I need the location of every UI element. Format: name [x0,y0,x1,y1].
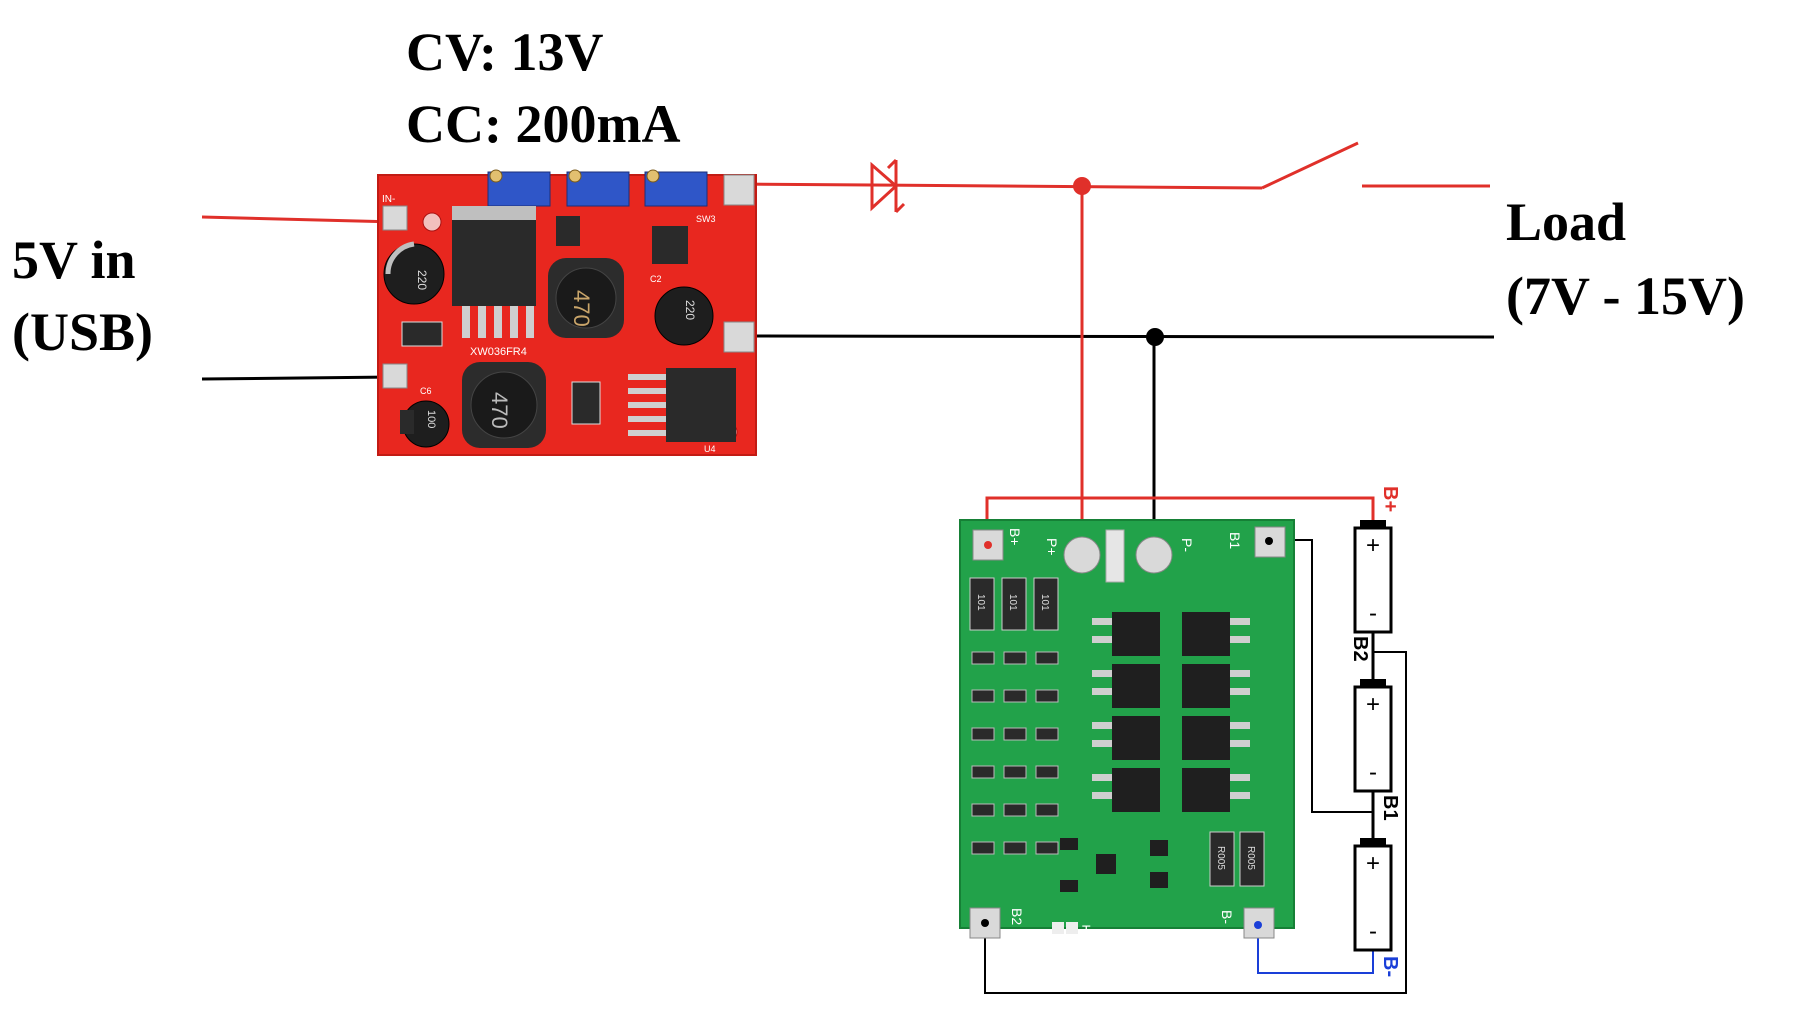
cap-small-value: 100 [425,410,437,428]
cell-2-plus: + [1366,691,1380,718]
converter-board: 220 470 470 220 100 XW036FR4 IN- SW3 [377,169,757,456]
bms-b1-silk: B1 [1227,532,1243,549]
wires [201,141,1495,994]
bms-board: B+ P+ P- B1 B2 B- T 101 101 101 [959,519,1295,939]
output-ic [666,368,736,442]
switch-lever [1261,141,1359,190]
battery-cell-3 [1353,838,1393,952]
inductor-1-value: 470 [569,290,594,327]
cell-label-b2: B2 [1349,636,1371,662]
sw3-silk: SW3 [696,214,716,224]
cell-label-b-minus: B- [1379,956,1401,977]
cell-label-b-plus: B+ [1379,486,1401,512]
bms-thermistor-silk: T [1082,922,1091,938]
load-label-line1: Load [1506,192,1626,252]
bms-p-minus-pad [1135,536,1173,574]
bms-b2-silk: B2 [1009,908,1025,925]
bms-resistors [969,577,1059,631]
input-positive-wire [201,375,399,381]
in-minus-pad [382,205,408,231]
cc-label: CC: 200mA [406,94,680,154]
cv-label: CV: 13V [406,22,604,82]
bms-mosfets [1112,612,1230,812]
c2-silk: C2 [650,274,662,284]
output-negative-wire [734,334,1495,339]
bms-resistor-1-mark: 101 [975,594,986,611]
out-minus-pad [723,321,755,353]
output-positive-wire [734,182,1263,190]
inductor-2-value: 470 [487,392,512,429]
cell-label-b1: B1 [1379,795,1401,821]
cap-right-value: 220 [683,300,697,320]
cap-large-value: 220 [415,270,429,290]
c6-silk: C6 [420,386,432,396]
cell-1-plus: + [1366,532,1380,559]
cell-3-plus: + [1366,850,1380,877]
cell-3-minus: - [1369,918,1377,945]
out-plus-pad [723,174,755,206]
cell-1-minus: - [1369,600,1377,627]
battery-cell-2 [1353,679,1393,793]
regulator-ic [452,218,536,306]
u4-silk: U4 [704,444,716,454]
positive-junction-dot [1073,177,1091,195]
bms-p-plus-pad [1063,536,1101,574]
bms-shunt-2-mark: R005 [1245,846,1256,870]
cell-2-minus: - [1369,759,1377,786]
bms-shunt-1-mark: R005 [1215,846,1226,870]
in-minus-silk: IN- [382,194,395,205]
in-plus-pad [382,363,408,389]
battery-cells: + - + - + - B+ B2 B1 B- [1349,486,1401,977]
capacitor-right [654,286,714,346]
bms-resistor-2-mark: 101 [1007,594,1018,611]
b-minus-wire [1257,925,1374,974]
input-negative-wire [201,215,399,224]
load-label-line2: (7V - 15V) [1506,266,1745,326]
bms-resistor-3-mark: 101 [1039,594,1050,611]
b2-wire [984,651,1407,994]
input-label-line1: 5V in [12,230,136,290]
board-model-text: XW036FR4 [470,346,527,358]
bms-b-plus-silk: B+ [1007,528,1023,546]
negative-junction-dot [1146,328,1164,346]
input-label-line2: (USB) [12,302,153,362]
bms-p-minus-silk: P- [1179,538,1195,552]
bms-b-minus-silk: B- [1219,910,1235,924]
bms-p-plus-silk: P+ [1044,538,1060,556]
diode-symbol [870,158,906,214]
